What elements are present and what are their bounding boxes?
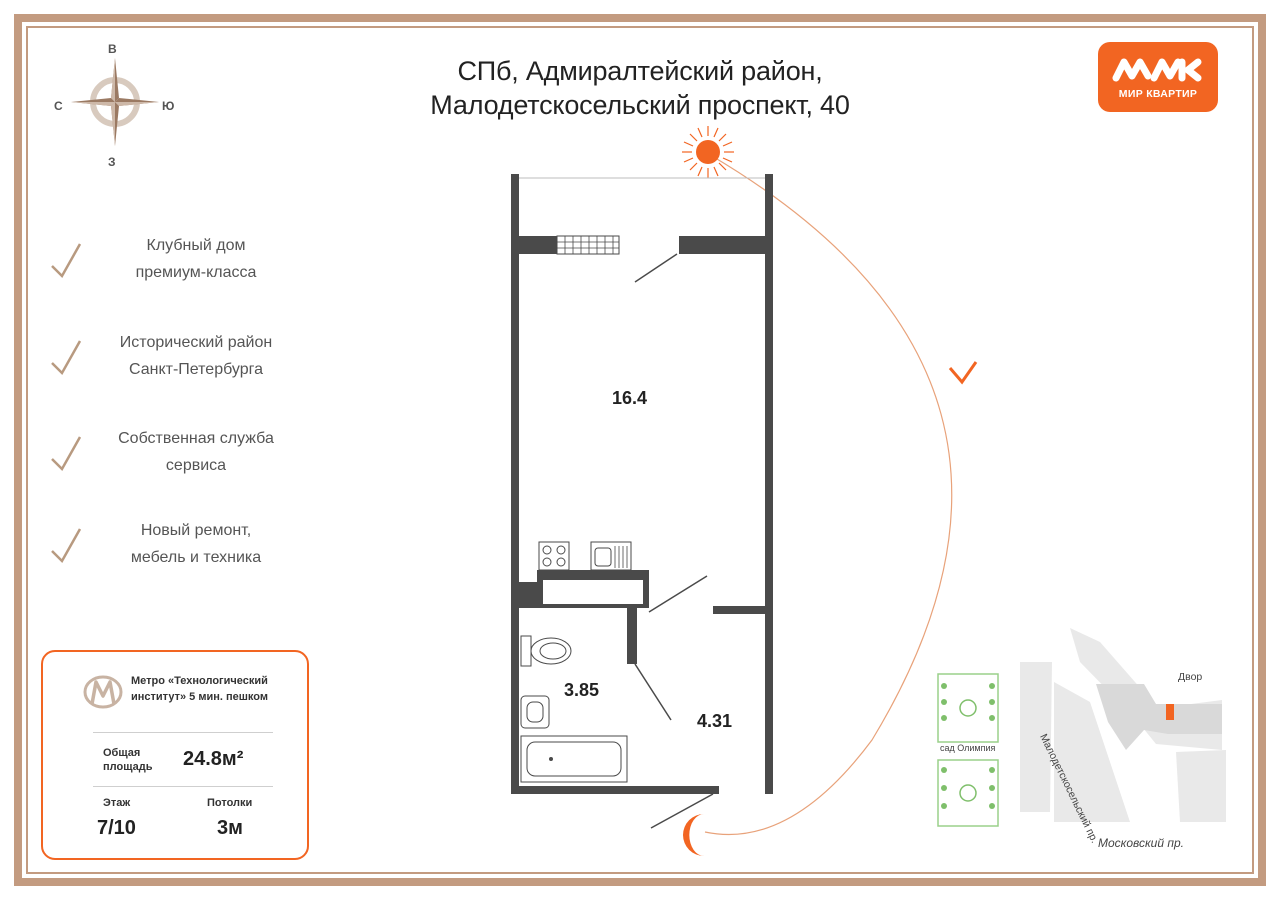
feature-text-1: Новый ремонт, [140,522,252,539]
location-map [937,628,1226,827]
floor-value: 7/10 [97,817,136,839]
metro-logo-icon [83,675,123,709]
title-line-1: СПб, Адмиралтейский район, [457,56,823,86]
area-label-2: площадь [103,761,153,773]
floor-label: Этаж [103,797,131,809]
map-garden-label: сад Олимпия [940,743,996,753]
room-area-main: 16.4 [612,388,648,408]
divider [93,786,273,787]
moon-icon [683,814,704,856]
feature-text-2: премиум-класса [135,264,257,281]
compass-rose-icon [71,58,159,146]
metro-text-1: Метро «Технологический [131,675,268,687]
feature-text-2: Санкт-Петербурга [128,361,264,378]
title-line-2: Малодетскосельский проспект, 40 [430,90,850,120]
page-title: СПб, Адмиралтейский район, Малодетскосел… [340,54,940,122]
feature-item: Исторический район Санкт-Петербурга [40,327,330,387]
building-marker [1166,704,1174,720]
compass-north-label: В [108,42,117,56]
area-value: 24.8м² [183,748,244,770]
feature-text-2: мебель и техника [130,549,262,566]
inner-frame [26,26,1254,874]
compass-west-label: С [54,99,63,113]
check-icon [51,340,82,376]
logo-mark-icon [1112,58,1202,82]
sun-path-arc [704,155,953,836]
ceiling-label: Потолки [207,797,253,809]
ceiling-value: 3м [217,817,243,839]
room-area-bathroom: 3.85 [564,680,600,700]
check-icon [51,243,82,279]
direction-chevron-icon [948,361,978,385]
map-yard-label: Двор [1178,671,1203,683]
feature-text-1: Исторический район [119,334,273,351]
map-street-label-2: Московский пр. [1098,836,1184,850]
metro-text-2: институт» 5 мин. пешком [131,691,268,703]
check-icon [51,436,82,472]
feature-text-1: Клубный дом [146,237,246,254]
floor-plan [511,174,773,829]
sun-icon [682,126,734,178]
divider [93,732,273,733]
brand-logo: МИР КВАРТИР [1098,42,1218,112]
room-area-hallway: 4.31 [697,711,733,731]
feature-text-1: Собственная служба [118,430,274,447]
area-label-1: Общая [103,747,141,759]
feature-text-2: сервиса [165,457,227,474]
check-icon [51,528,82,564]
logo-text: МИР КВАРТИР [1118,88,1198,100]
feature-item: Собственная служба сервиса [40,423,330,483]
compass-east-label: Ю [162,99,175,113]
feature-item: Новый ремонт, мебель и техника [40,515,330,575]
feature-item: Клубный дом премиум-класса [40,230,330,290]
compass-south-label: З [108,155,116,169]
info-card: Метро «Технологический институт» 5 мин. … [41,650,309,860]
